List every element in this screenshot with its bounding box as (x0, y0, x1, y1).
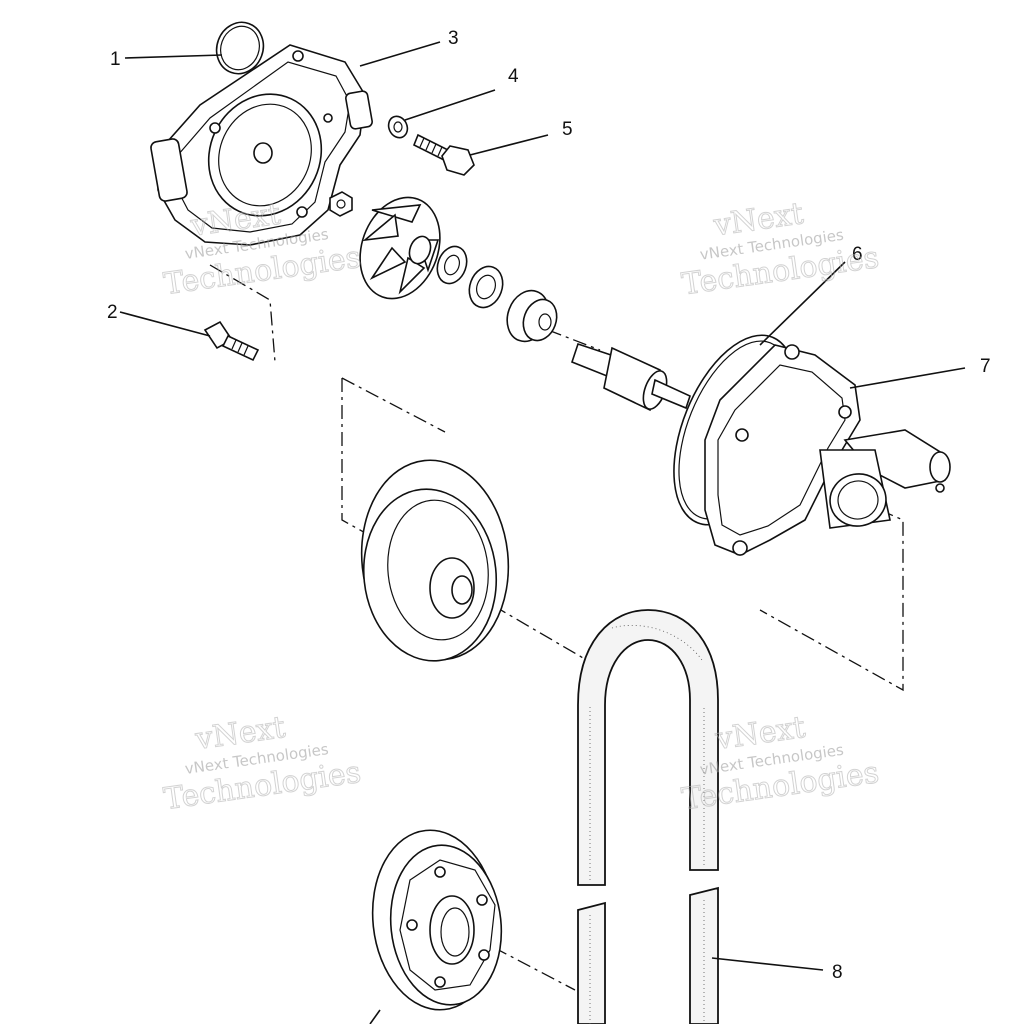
assembly-centerlines (209, 264, 904, 991)
callout-2: 2 (107, 302, 118, 323)
callout-6: 6 (852, 244, 863, 265)
pump-shaft (571, 342, 691, 412)
watermark-bottom-left: vNext vNext Technologies Technologies (161, 709, 363, 817)
water-pump-pulley (360, 459, 510, 662)
impeller-nut (329, 191, 353, 217)
callout-8: 8 (832, 962, 843, 983)
bolt-part-5 (412, 133, 475, 176)
o-ring-part-1 (215, 21, 265, 75)
impeller (359, 196, 441, 300)
mechanical-seal (506, 289, 558, 343)
crankshaft-pulley (371, 829, 503, 1011)
cap-screw-part-2 (203, 320, 260, 362)
callout-1: 1 (110, 49, 121, 70)
seal-ring-b (468, 265, 504, 309)
washer-part-4 (387, 115, 409, 139)
pump-cover-part-3 (150, 44, 373, 246)
callout-4: 4 (508, 66, 519, 87)
leader-lines (119, 41, 966, 1024)
seal-ring-a (436, 245, 468, 285)
watermark-top-left: vNext vNext Technologies Technologies (161, 196, 363, 303)
drive-belt-part-8 (577, 609, 719, 1024)
watermark-top-right: vNext vNext Technologies Technologies (679, 196, 881, 303)
pump-housing-part-7 (704, 344, 951, 556)
callout-7: 7 (980, 356, 991, 377)
callouts: 1 2 3 4 5 6 7 8 (107, 28, 991, 983)
callout-5: 5 (562, 119, 573, 140)
callout-3: 3 (448, 28, 459, 49)
